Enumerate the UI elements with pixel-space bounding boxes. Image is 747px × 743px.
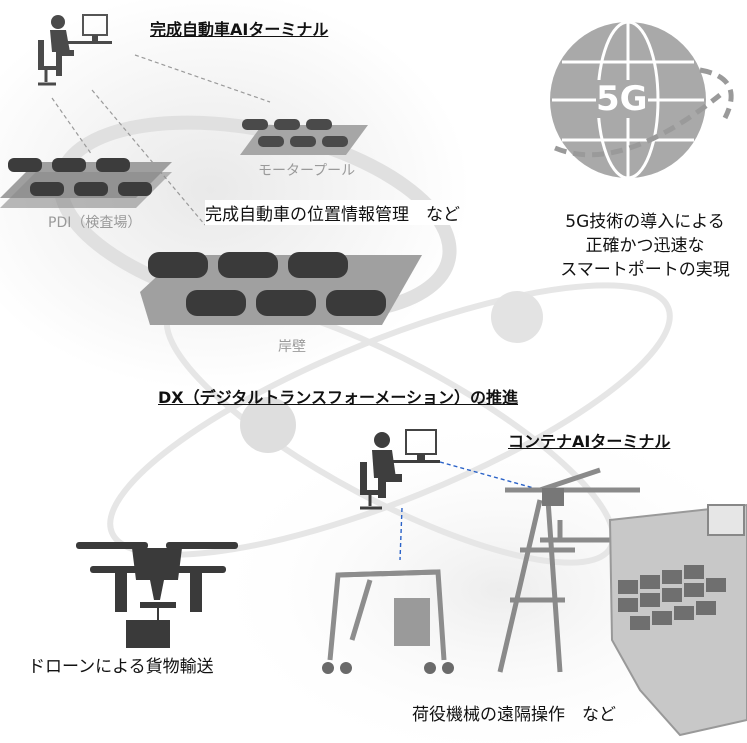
connector-dashed bbox=[91, 89, 206, 226]
5g-caption-line: 5G技術の導入による bbox=[565, 212, 725, 232]
pdi-lot bbox=[0, 158, 172, 208]
orbit-node-1 bbox=[240, 397, 296, 453]
quay-label: 岸壁 bbox=[278, 339, 306, 355]
crane-cab bbox=[542, 488, 564, 506]
remote-operation-caption: 荷役機械の遠隔操作 など bbox=[412, 705, 616, 725]
bottom-glow bbox=[200, 410, 747, 743]
motor-pool-lot bbox=[240, 119, 368, 155]
drone-icon bbox=[76, 542, 238, 648]
operator-top-icon bbox=[38, 14, 112, 86]
connector-dashed-blue bbox=[439, 461, 549, 493]
5g-caption-line: 正確かつ迅速な bbox=[585, 236, 705, 256]
quay-lot bbox=[140, 252, 422, 325]
orbit-ring-2 bbox=[107, 282, 673, 558]
car-terminal-title: 完成自動車AIターミナル bbox=[150, 20, 329, 39]
drone-caption: ドローンによる貨物輸送 bbox=[28, 657, 214, 677]
dx-title: DX（デジタルトランスフォーメーション）の推進 bbox=[158, 388, 519, 407]
5g-badge: 5G bbox=[596, 79, 648, 119]
car-management-caption: 完成自動車の位置情報管理 など bbox=[205, 200, 460, 225]
carrier-wheels bbox=[322, 662, 454, 674]
connector-dashed bbox=[134, 54, 271, 103]
straddle-carrier-icon bbox=[327, 569, 447, 661]
container-terminal-title: コンテナAIターミナル bbox=[508, 432, 671, 451]
cars bbox=[8, 158, 152, 196]
5g-caption: 5G技術の導入による 正確かつ迅速な スマートポートの実現 bbox=[540, 210, 747, 282]
pdi-label: PDI（検査場） bbox=[48, 215, 142, 231]
orbit-node-2 bbox=[491, 291, 543, 343]
motor-pool-label: モータープール bbox=[258, 163, 356, 179]
connector-dashed bbox=[51, 97, 93, 156]
carrier-load bbox=[394, 598, 430, 646]
container-ship-icon bbox=[608, 503, 747, 737]
5g-caption-line: スマートポートの実現 bbox=[560, 260, 730, 280]
operator-middle-icon bbox=[360, 429, 440, 510]
connector-dashed-blue bbox=[399, 507, 403, 561]
